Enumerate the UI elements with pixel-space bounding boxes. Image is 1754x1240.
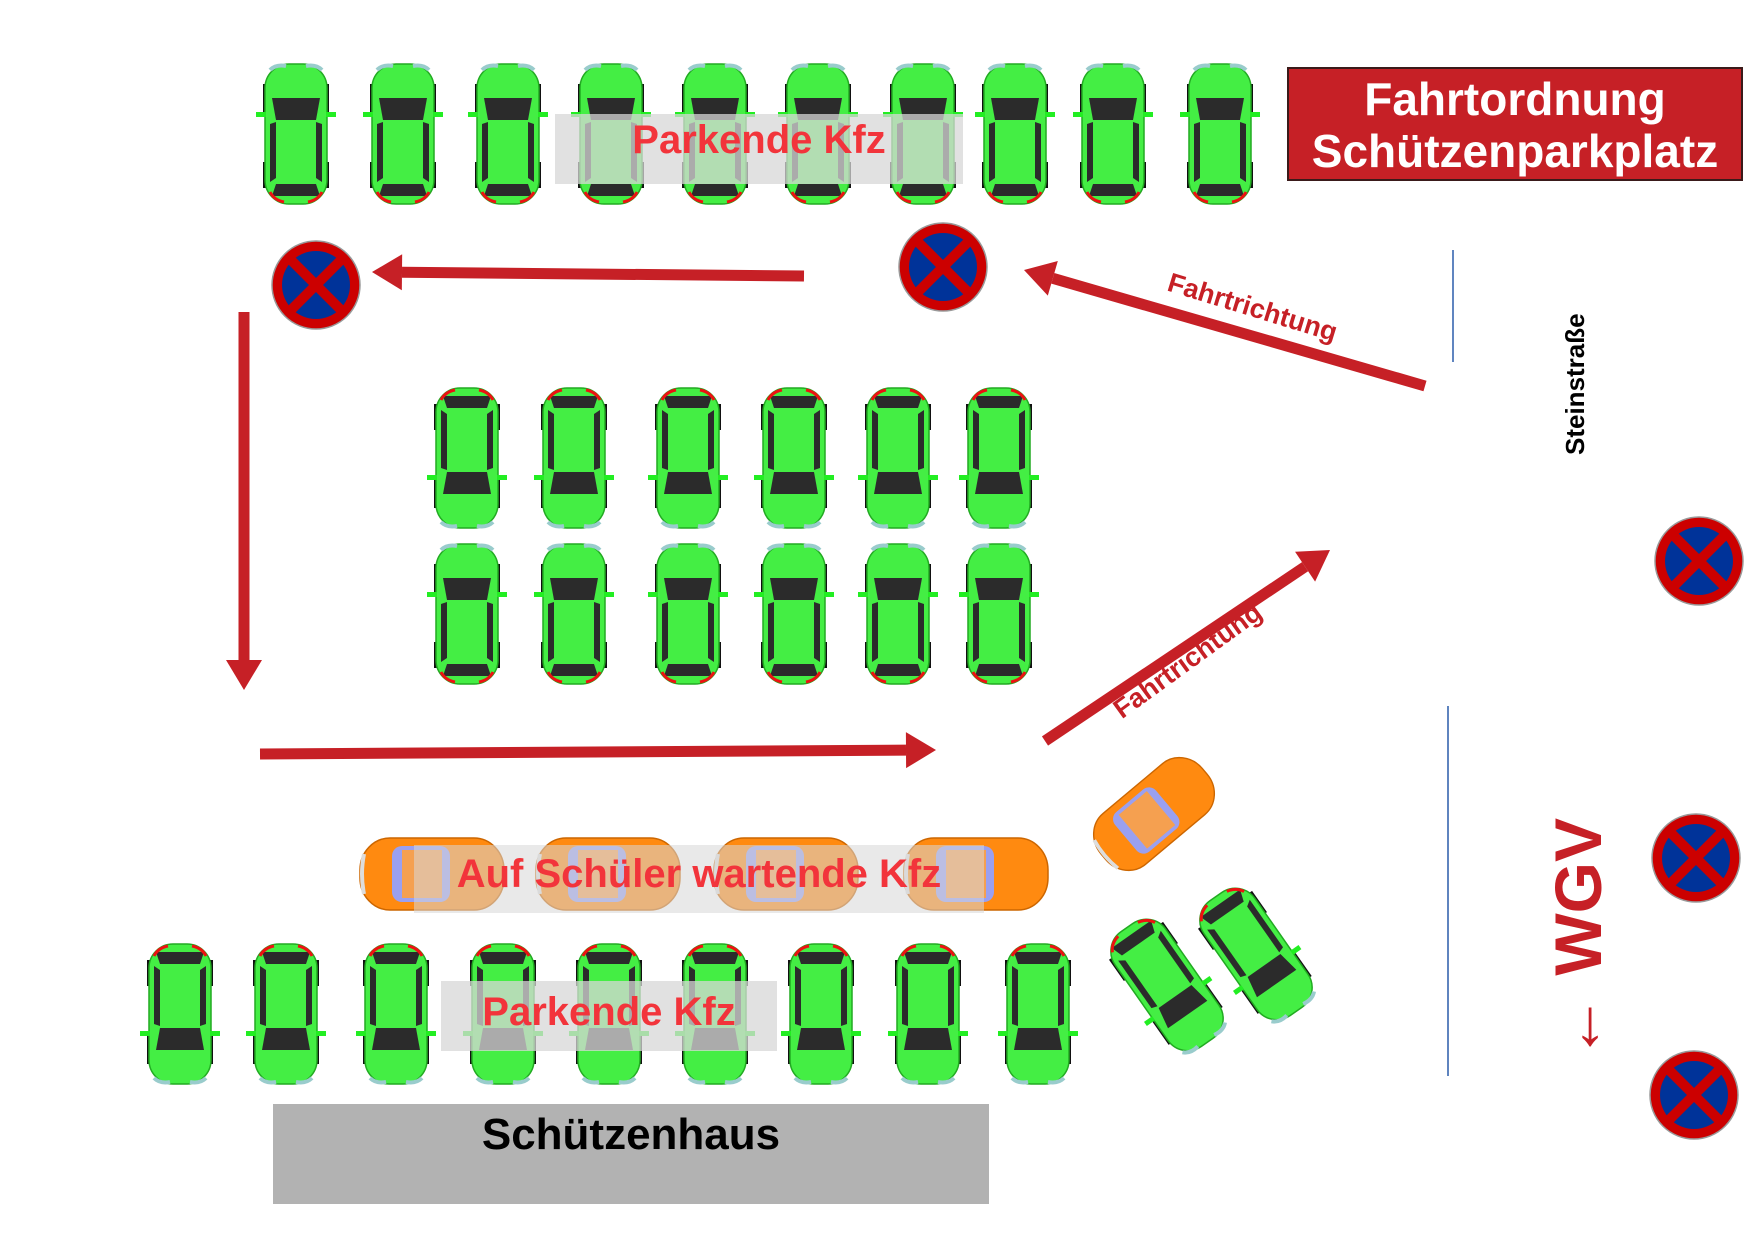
street-label: Steinstraße (1560, 313, 1590, 455)
no-stopping-sign-icon (1655, 517, 1743, 605)
school-direction-label: ← WGV (1541, 818, 1615, 1060)
car-green-icon (244, 942, 328, 1086)
car-green-icon (466, 62, 550, 206)
car-green-icon (1178, 62, 1262, 206)
car-green-icon (752, 386, 836, 530)
arrow-to-street (1041, 550, 1330, 746)
no-stopping-sign-icon (899, 223, 987, 311)
car-green-icon (957, 542, 1041, 686)
car-green-icon (646, 542, 730, 686)
car-green-icon (996, 942, 1080, 1086)
car-orange-icon (1080, 744, 1228, 884)
arrow-left-top (372, 254, 805, 291)
car-green-icon (1071, 62, 1155, 206)
title-line-2: Schützenparkplatz (1311, 125, 1719, 177)
no-stopping-sign-icon (1652, 814, 1740, 902)
car-green-icon (138, 942, 222, 1086)
car-green-icon (752, 542, 836, 686)
car-green-icon (361, 62, 445, 206)
car-green-icon (779, 942, 863, 1086)
no-stopping-sign-icon (1650, 1051, 1738, 1139)
arrow-right-bottom (259, 732, 936, 769)
parking-top-label: Parkende Kfz (555, 114, 963, 184)
waiting-cars-label: Auf Schüler wartende Kfz (414, 845, 984, 913)
car-green-icon (532, 542, 616, 686)
arrow-from-street (1024, 261, 1427, 392)
car-green-icon (856, 542, 940, 686)
car-green-icon (532, 386, 616, 530)
arrows-layer (226, 254, 1427, 769)
arrow-down-left (226, 312, 262, 690)
car-green-icon (973, 62, 1057, 206)
car-green-icon (646, 386, 730, 530)
building-schuetzenhaus: Schützenhaus (273, 1104, 989, 1204)
no-stopping-sign-icon (272, 241, 360, 329)
car-green-icon (856, 386, 940, 530)
title-line-1: Fahrtordnung (1364, 73, 1666, 125)
car-green-icon (254, 62, 338, 206)
car-green-icon (354, 942, 438, 1086)
car-green-icon (957, 386, 1041, 530)
car-green-icon (886, 942, 970, 1086)
car-green-icon (425, 542, 509, 686)
diagram-title: Fahrtordnung Schützenparkplatz (1287, 67, 1743, 181)
cars-layer (138, 62, 1331, 1086)
building-label: Schützenhaus (481, 1110, 781, 1159)
car-green-icon (425, 386, 509, 530)
parking-bottom-label: Parkende Kfz (441, 981, 777, 1051)
